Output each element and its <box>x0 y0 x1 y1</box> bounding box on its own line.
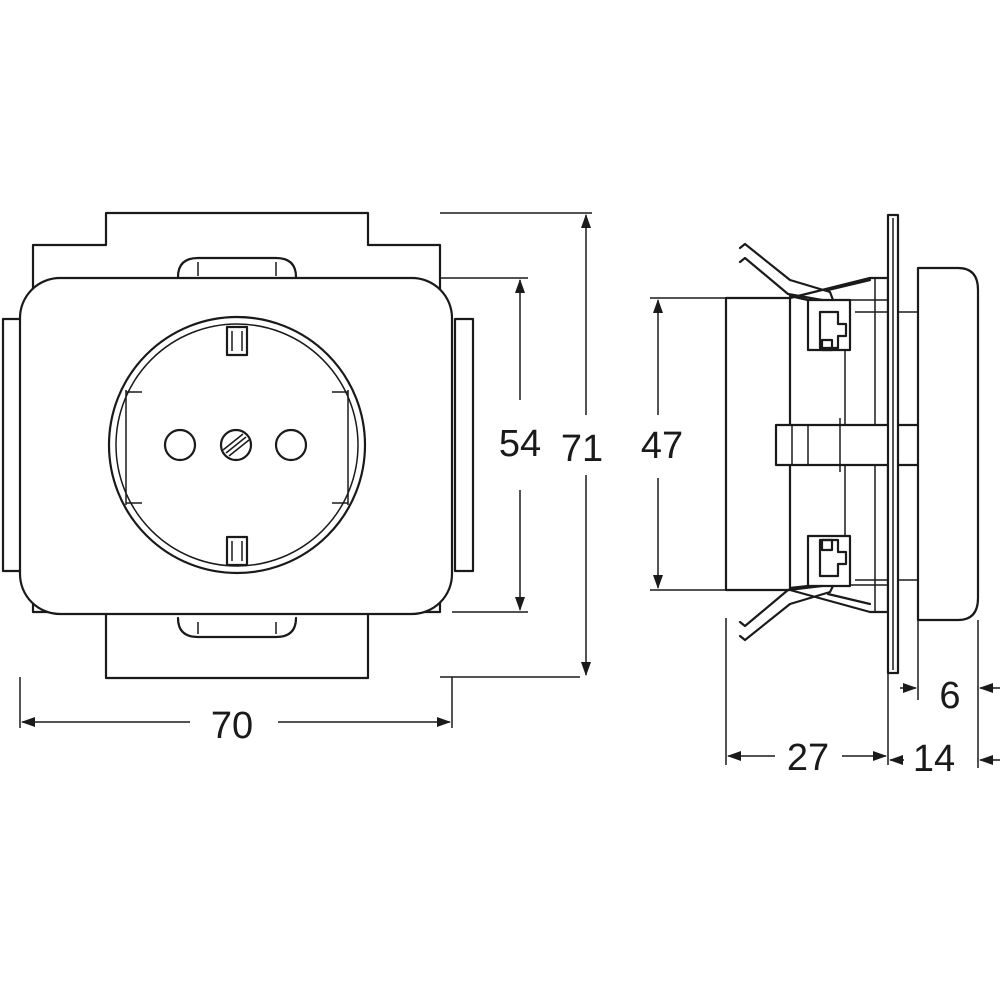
front-view <box>1 211 475 680</box>
side-dimensions: 47 27 6 14 <box>641 297 1000 780</box>
earth-contact-bottom <box>225 535 249 567</box>
claw-top <box>738 242 835 302</box>
cover-frame <box>18 276 454 616</box>
side-view <box>724 213 980 675</box>
terminal-top <box>806 298 852 352</box>
side-tab-right <box>453 317 475 573</box>
earth-contact-top <box>225 325 249 357</box>
dim-mounting-depth: 27 <box>787 737 829 779</box>
terminal-bottom <box>806 534 852 588</box>
clip-top <box>176 256 298 279</box>
dim-cover-depth: 6 <box>939 675 960 717</box>
mounting-plate <box>31 211 442 680</box>
front-dimensions: 70 54 71 <box>19 212 610 747</box>
center-screw <box>219 428 253 462</box>
clip-bottom <box>176 616 298 639</box>
dim-insert-height: 47 <box>641 425 683 467</box>
cover-side <box>916 266 980 622</box>
side-tab-left <box>1 317 23 573</box>
pin-hole-left <box>163 428 197 462</box>
dim-frame-height: 54 <box>499 423 541 465</box>
dim-total-width: 70 <box>211 705 253 747</box>
pin-hole-right <box>274 428 308 462</box>
insert-plug <box>774 423 923 467</box>
dim-total-height: 71 <box>561 428 603 470</box>
claw-bottom <box>738 584 835 642</box>
dim-total-projection: 14 <box>913 738 955 780</box>
socket-cup <box>107 315 367 575</box>
